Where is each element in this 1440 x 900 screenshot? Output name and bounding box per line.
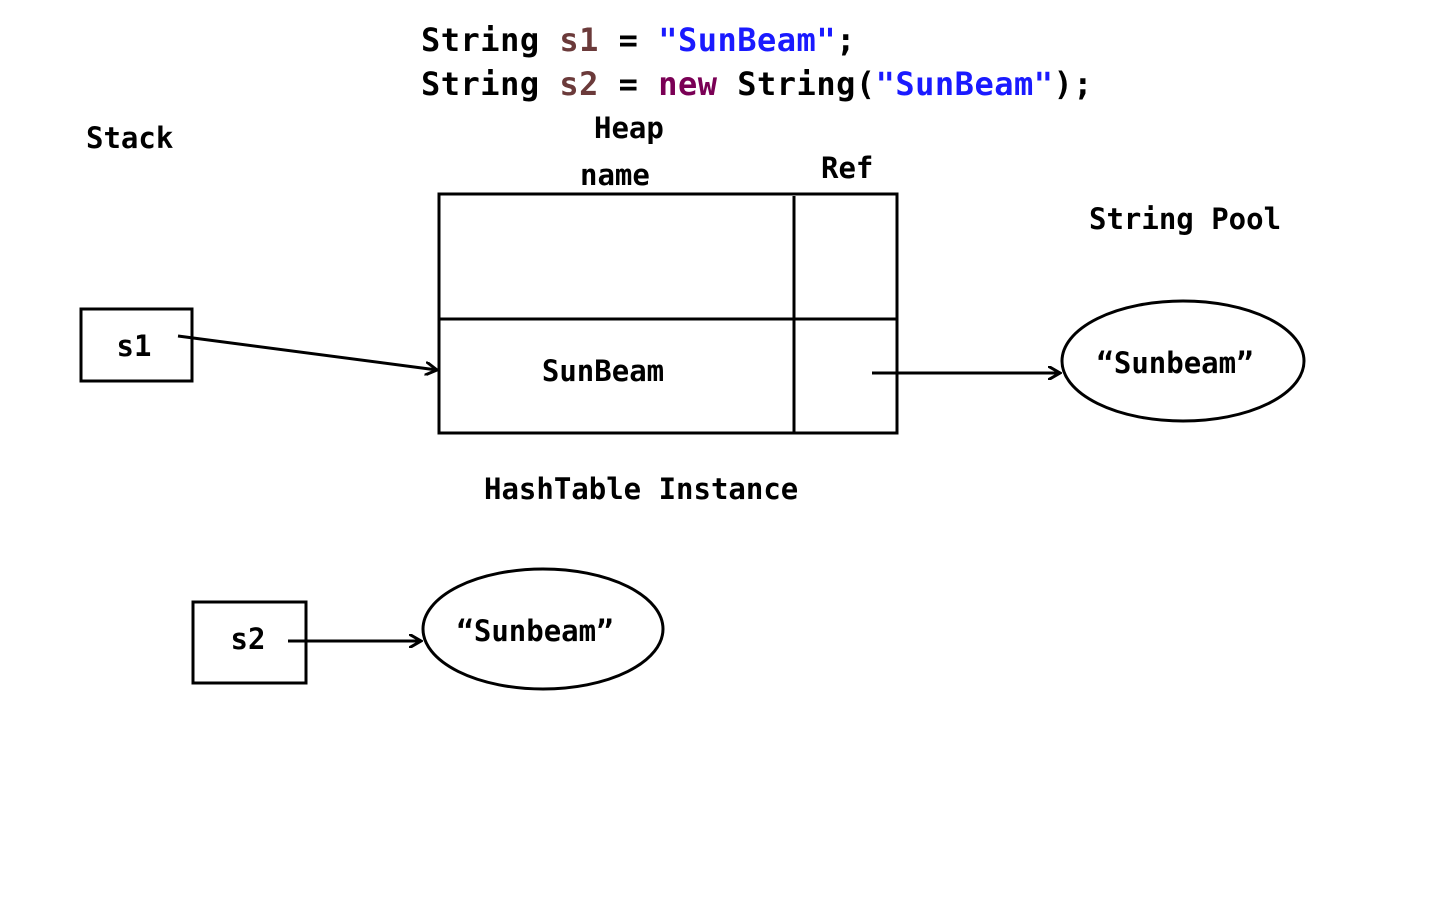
code-type-keyword: String: [421, 21, 540, 59]
hashtable-grid: SunBeam: [437, 192, 899, 435]
heap-label: Heap: [594, 111, 664, 145]
code-variable-s2: s2: [559, 65, 599, 103]
code-semicolon: ;: [836, 21, 856, 59]
code-line-s1: String s1 = "SunBeam";: [421, 22, 856, 58]
code-close-paren: );: [1053, 65, 1094, 103]
hashtable-entry-name: SunBeam: [542, 354, 664, 388]
code-assign-operator: =: [618, 65, 639, 103]
stack-label: Stack: [86, 121, 174, 155]
heap-string-value: “Sunbeam”: [456, 614, 613, 648]
code-string-literal: "SunBeam": [875, 65, 1054, 103]
code-type-keyword: String: [421, 65, 540, 103]
heap-string-object: “Sunbeam”: [421, 567, 665, 691]
code-assign-operator: =: [618, 21, 639, 59]
code-new-keyword: new: [658, 65, 718, 103]
s1-to-table-arrow: [177, 334, 437, 370]
s1-label: s1: [117, 329, 152, 363]
string-pool-object: “Sunbeam”: [1060, 299, 1306, 423]
code-constructor: String(: [737, 65, 876, 103]
s2-label: s2: [231, 622, 266, 656]
pool-string-value: “Sunbeam”: [1096, 346, 1253, 380]
string-pool-label: String Pool: [1089, 202, 1282, 236]
s1-stack-box: s1: [79, 307, 194, 383]
name-column-label: name: [580, 158, 650, 192]
code-variable-s1: s1: [559, 21, 599, 59]
code-line-s2: String s2 = new String("SunBeam");: [421, 66, 1093, 102]
hashtable-instance-label: HashTable Instance: [484, 472, 799, 506]
s2-stack-box: s2: [191, 600, 308, 685]
code-string-literal: "SunBeam": [658, 21, 837, 59]
ref-column-label: Ref: [821, 151, 874, 185]
